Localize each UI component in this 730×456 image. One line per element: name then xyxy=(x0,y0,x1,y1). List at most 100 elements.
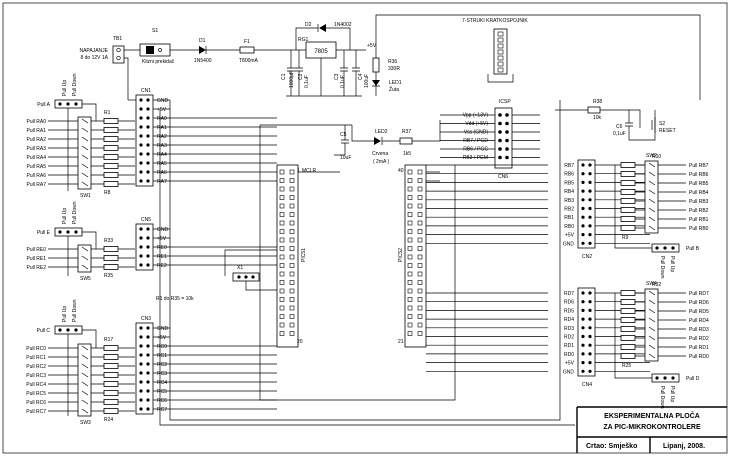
pull-row-label: Pull RD3 xyxy=(689,327,709,333)
tb1-terminal xyxy=(112,45,125,64)
connector-pin-label: RA5 xyxy=(157,161,167,167)
pull-resistor xyxy=(620,290,636,296)
svg-text:21: 21 xyxy=(398,339,404,345)
svg-text:Pull Down: Pull Down xyxy=(659,386,665,409)
s1-desc: Klizni prekidač xyxy=(142,59,175,65)
connector-pin-label: RB5 xyxy=(564,180,574,186)
svg-text:Pull Down: Pull Down xyxy=(659,256,665,279)
pull-resistor xyxy=(103,255,119,261)
pic-socket-1: 1 MCLR 20 PIC51 xyxy=(276,164,317,348)
d1-diode xyxy=(199,46,206,54)
svg-text:RG1: RG1 xyxy=(298,37,309,43)
pull-selector-label: Pull C xyxy=(37,328,51,334)
pull-selector-label: Pull A xyxy=(37,102,50,108)
supply-label-1: NAPAJANJE xyxy=(79,48,108,54)
svg-text:Pull Up: Pull Up xyxy=(62,306,68,322)
connector-pin-label: RC4 xyxy=(157,380,167,386)
svg-text:7805: 7805 xyxy=(314,49,328,55)
pull-resistor xyxy=(620,326,636,332)
pull-row-label: Pull RC0 xyxy=(26,346,46,352)
pull-resistor xyxy=(103,372,119,378)
pull-resistor xyxy=(620,162,636,168)
svg-text:RESET: RESET xyxy=(659,128,676,134)
svg-text:1000μF: 1000μF xyxy=(289,71,295,88)
svg-text:R17: R17 xyxy=(104,337,113,343)
pull-row-label: Pull RC2 xyxy=(26,364,46,370)
connector-pin-label: RD7 xyxy=(564,291,574,297)
filter-caps: C1 1000μF C2 0,1uF C3 0,1uF C4 100uF xyxy=(281,50,370,97)
dip-switch xyxy=(77,116,92,190)
svg-text:R8: R8 xyxy=(104,190,111,196)
svg-text:R9: R9 xyxy=(622,235,629,241)
svg-text:20: 20 xyxy=(297,339,303,345)
pull-row-label: Pull RE2 xyxy=(27,265,47,271)
pull-selector-label: Pull B xyxy=(686,246,700,252)
dip-switch xyxy=(644,160,659,234)
svg-text:PIC52: PIC52 xyxy=(398,248,404,262)
pull-resistor xyxy=(620,216,636,222)
seven-way-header: 7-STRUKI KRATKOSPOJNIK xyxy=(462,18,528,83)
pull-resistor xyxy=(620,308,636,314)
pull-resistor xyxy=(103,345,119,351)
connector-pin-label: RD2 xyxy=(564,335,574,341)
svg-text:SW1: SW1 xyxy=(80,193,91,199)
svg-text:R33: R33 xyxy=(104,238,113,244)
connector-pin-label: RA4 xyxy=(157,152,167,158)
pull-row-label: Pull RE1 xyxy=(27,256,47,262)
f1-fuse xyxy=(239,46,255,54)
pull-resistor xyxy=(103,264,119,270)
pull-row-label: Pull RE0 xyxy=(27,247,47,253)
pull-row-label: Pull RA2 xyxy=(27,137,47,143)
connector-pin-label: RA6 xyxy=(157,170,167,176)
pull-resistor xyxy=(103,127,119,133)
pull-resistor xyxy=(103,172,119,178)
icsp-pin-label: RB3 / PGM xyxy=(463,155,488,161)
pull-row-label: Pull RC3 xyxy=(26,373,46,379)
f1-val: T800mA xyxy=(239,58,259,64)
pull-row-label: Pull RD7 xyxy=(689,291,709,297)
svg-text:Crvena: Crvena xyxy=(372,151,388,157)
reset-circuit: R38 10k C6 0,1uF S2 RESET xyxy=(555,99,676,141)
svg-text:0,1uF: 0,1uF xyxy=(613,131,626,137)
pull-resistor xyxy=(103,246,119,252)
r36-resistor xyxy=(372,57,380,73)
port-connector xyxy=(577,159,596,249)
connector-pin-label: +5V xyxy=(565,361,575,367)
svg-text:R32: R32 xyxy=(652,282,661,288)
svg-text:SW4: SW4 xyxy=(646,281,657,287)
svg-text:C4: C4 xyxy=(358,73,364,80)
pull-resistor xyxy=(620,180,636,186)
mclr-led-section: C5 10uF LED2 Crvena ( 2mA ) R37 1k5 xyxy=(260,120,441,165)
svg-text:CN6: CN6 xyxy=(498,174,508,180)
svg-text:SW3: SW3 xyxy=(80,420,91,426)
svg-text:R35: R35 xyxy=(104,273,113,279)
connector-pin-label: RC5 xyxy=(157,389,167,395)
pull-resistor xyxy=(620,344,636,350)
svg-text:LED1: LED1 xyxy=(389,80,402,86)
icsp-connector: ICSP CN6 Vpp (+13V)Vdd (+5V)Vss (GND)RB7… xyxy=(440,99,540,180)
pull-row-label: Pull RB3 xyxy=(689,199,709,205)
pull-selector-label: Pull D xyxy=(686,376,700,382)
s1-switch xyxy=(139,43,171,57)
svg-text:SW5: SW5 xyxy=(80,276,91,282)
port-connector xyxy=(577,287,596,377)
title-line-1: EKSPERIMENTALNA PLOČA xyxy=(604,411,700,420)
pic-socket-2: 40 21 PIC52 xyxy=(398,164,427,348)
svg-text:SW2: SW2 xyxy=(646,153,657,159)
port-connector xyxy=(135,223,154,271)
connector-pin-label: RB0 xyxy=(564,224,574,230)
s1-label: S1 xyxy=(152,28,158,34)
connector-pin-label: RA1 xyxy=(157,125,167,131)
connector-pin-label: +5V xyxy=(565,233,575,239)
svg-text:S2: S2 xyxy=(659,121,665,127)
supply-label-2: 8 do 12V 1A xyxy=(80,55,108,61)
pull-resistor xyxy=(103,390,119,396)
title-block: EKSPERIMENTALNA PLOČA ZA PIC-MIKROKONTRO… xyxy=(576,406,727,453)
pull-row-label: Pull RB7 xyxy=(689,163,709,169)
connector-pin-label: RB7 xyxy=(564,163,574,169)
connector-pin-label: RA3 xyxy=(157,143,167,149)
pull-resistor xyxy=(103,363,119,369)
dip-switch xyxy=(644,288,659,362)
